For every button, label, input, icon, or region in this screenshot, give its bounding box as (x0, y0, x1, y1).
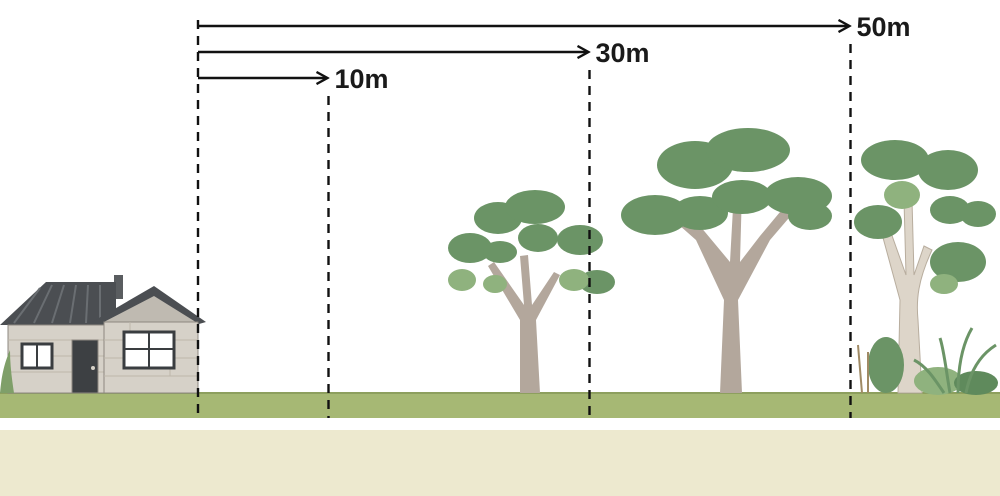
tree-icon (854, 140, 996, 394)
grass-edge (0, 392, 1000, 394)
distance-label-30m: 30m (596, 38, 650, 68)
tree-icon (448, 190, 615, 393)
shrub-icon (857, 327, 998, 395)
distance-label-50m: 50m (857, 12, 911, 42)
soil-band (0, 430, 1000, 496)
tree-icon (621, 128, 832, 393)
house-icon (0, 275, 206, 394)
measurement-layer: 10m 30m 50m (196, 12, 911, 418)
distance-label-10m: 10m (335, 64, 389, 94)
grass-strip (0, 392, 1000, 418)
